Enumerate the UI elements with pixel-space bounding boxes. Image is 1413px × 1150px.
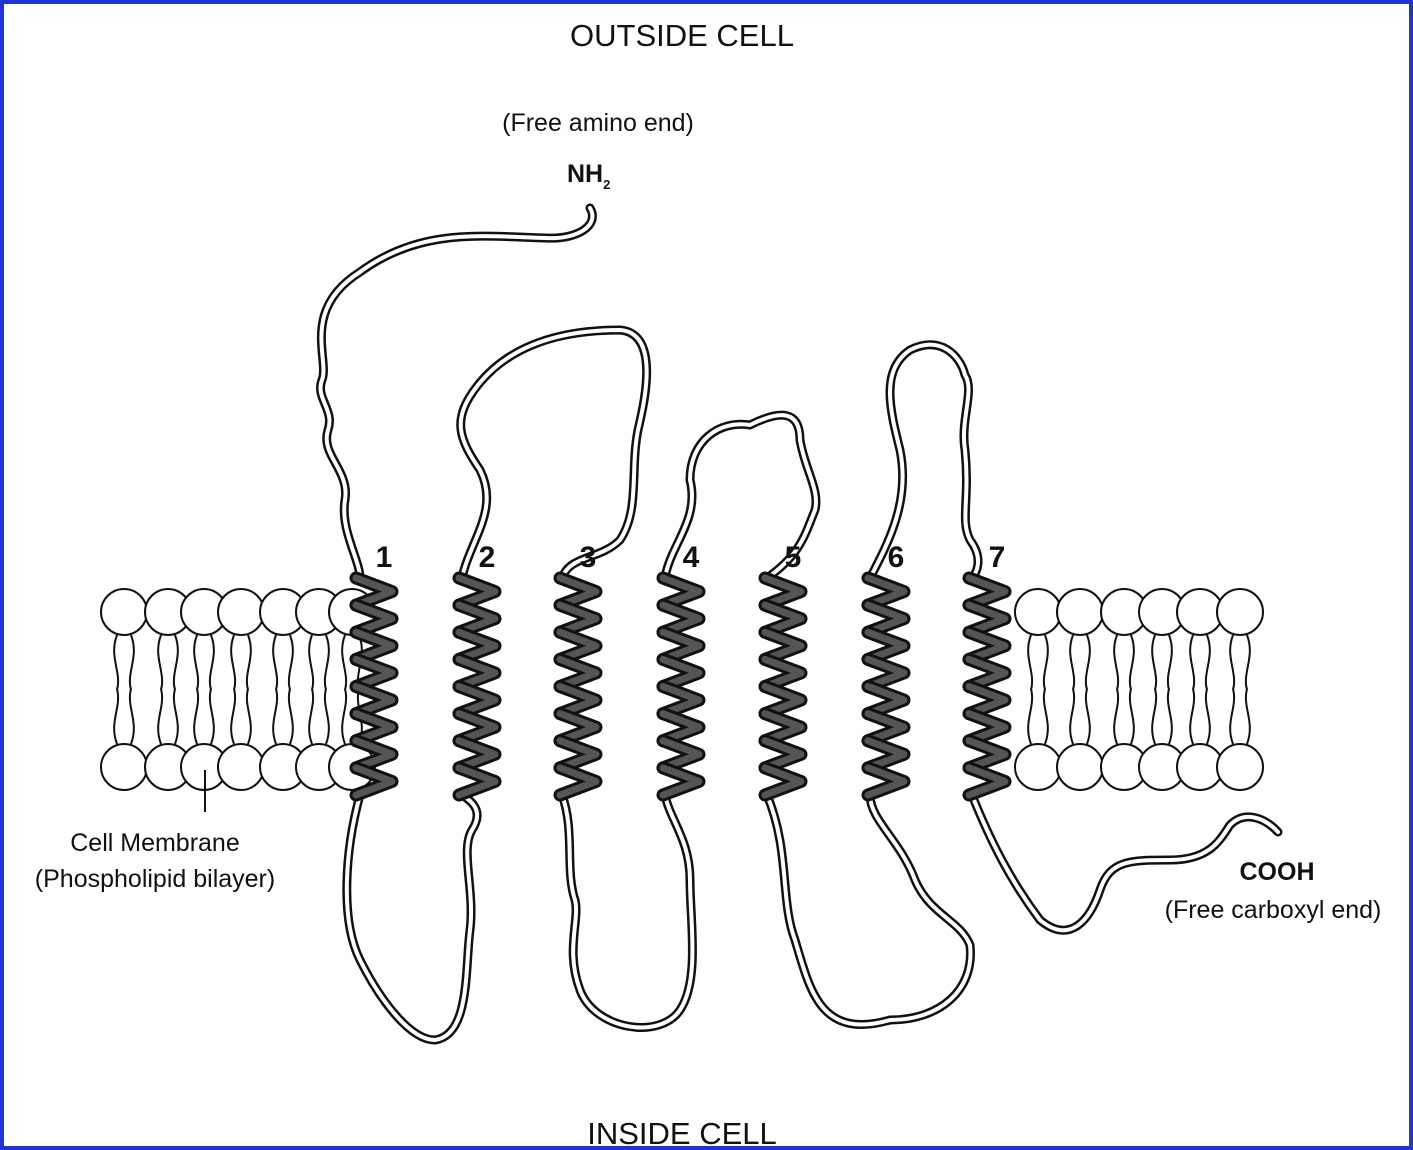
lipid-tails	[273, 635, 293, 744]
helix-4	[663, 578, 699, 795]
lipid-tails	[231, 635, 251, 744]
transmembrane-helices	[356, 578, 1005, 795]
lipid-tails	[194, 635, 214, 744]
free-amino-end-label: (Free amino end)	[502, 109, 694, 137]
cooh-label: COOH	[1240, 858, 1315, 886]
inside-cell-label: INSIDE CELL	[587, 1116, 777, 1150]
helix-label-5: 5	[785, 541, 802, 574]
nh2-label: NH2	[567, 160, 610, 192]
lipid-head-top	[1057, 589, 1103, 635]
lipid-head-bottom	[218, 744, 264, 790]
helix-3	[560, 578, 596, 795]
helix-label-2: 2	[479, 541, 496, 574]
lipid-head-top	[218, 589, 264, 635]
lipid-head-top	[1217, 589, 1263, 635]
lipid-tails	[309, 635, 329, 744]
lipid-head-bottom	[1217, 744, 1263, 790]
outside-cell-label: OUTSIDE CELL	[570, 18, 794, 53]
lipid-tails	[1152, 635, 1172, 744]
helix-2	[459, 578, 495, 795]
lipid-head-top	[1015, 589, 1061, 635]
lipid-tails	[1114, 635, 1134, 744]
phospholipid-bilayer-label: (Phospholipid bilayer)	[35, 865, 275, 893]
nh-text: NH	[567, 160, 603, 188]
helix-label-1: 1	[376, 541, 393, 574]
helix-label-3: 3	[580, 541, 597, 574]
lipid-head-bottom	[1015, 744, 1061, 790]
lipid-tails	[1190, 635, 1210, 744]
helix-7	[969, 578, 1005, 795]
helix-label-6: 6	[888, 541, 905, 574]
lipid-tails	[114, 635, 134, 744]
lipid-head-bottom	[101, 744, 147, 790]
helix-1	[356, 578, 392, 795]
lipid-head-bottom	[1057, 744, 1103, 790]
free-carboxyl-end-label: (Free carboxyl end)	[1165, 896, 1382, 924]
lipid-head-top	[101, 589, 147, 635]
lipid-tails	[1230, 635, 1250, 744]
cell-membrane-label: Cell Membrane	[70, 829, 240, 857]
nh-subscript: 2	[603, 177, 610, 192]
membrane-right	[1015, 589, 1263, 790]
lipid-tails	[1070, 635, 1090, 744]
helix-5	[765, 578, 801, 795]
helix-label-4: 4	[683, 541, 700, 574]
lipid-tails	[1028, 635, 1048, 744]
lipid-tails	[158, 635, 178, 744]
membrane-left	[101, 589, 375, 790]
helix-6	[868, 578, 904, 795]
helix-label-7: 7	[989, 541, 1006, 574]
